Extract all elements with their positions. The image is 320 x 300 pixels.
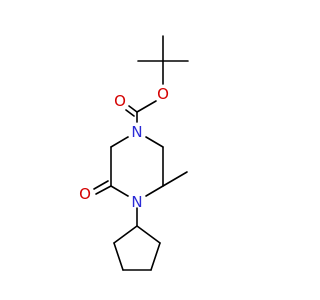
atom-lactam-o: O [79,185,91,203]
bond-c5-to-n4 [145,185,164,197]
bond-cp-5 [113,225,138,244]
molecule-structure: O O N N O [79,35,189,271]
bond-n4-to-c3 [110,185,129,197]
bond-cp-2 [150,242,161,271]
atom-ester-o-double: O [114,92,126,110]
bond-lactam-double-a [95,185,112,195]
bond-c2-to-n1 [110,136,129,148]
bond-c5-methyl [162,171,188,187]
bond-cp-1 [136,225,161,244]
atom-ester-o-single: O [157,85,169,103]
atom-ring-n1: N [131,123,142,141]
bond-carbonyl-double-a [128,105,138,113]
atom-ring-n4: N [131,193,142,211]
bond-n1-to-c6 [145,136,164,148]
bond-cp-4 [113,242,124,271]
structure-canvas: O O N N O [79,35,189,271]
bond-carbonyl-double-b [125,109,135,117]
bond-o-to-carbonyl-c [136,100,157,113]
bond-lactam-double-b [93,180,109,190]
